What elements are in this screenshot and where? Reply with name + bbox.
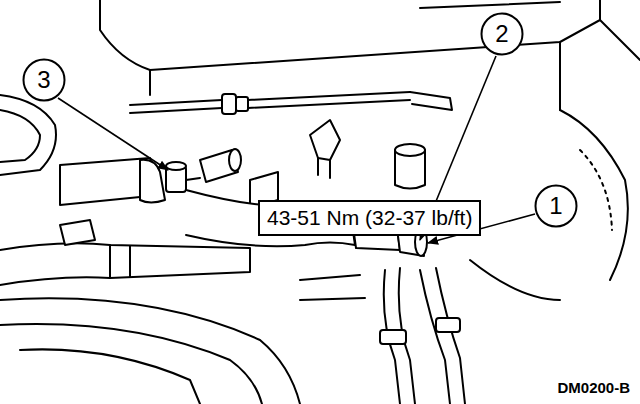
callout-number: 3 [37,68,50,92]
callout-number: 2 [495,22,508,46]
torque-spec-box: 43-51 Nm (32-37 lb/ft) [258,200,481,236]
callout-ring [482,14,523,55]
callout-circle: 1 [534,184,578,228]
callout-ring [24,60,65,101]
callout-ring [536,186,577,227]
torque-value: 43-51 Nm (32-37 lb/ft) [267,205,472,231]
leader-line [58,98,168,170]
callout-number: 1 [549,194,562,218]
callout-circle: 3 [22,58,66,102]
callout-circle: 2 [480,12,524,56]
figure-code: DM0200-B [557,379,630,396]
